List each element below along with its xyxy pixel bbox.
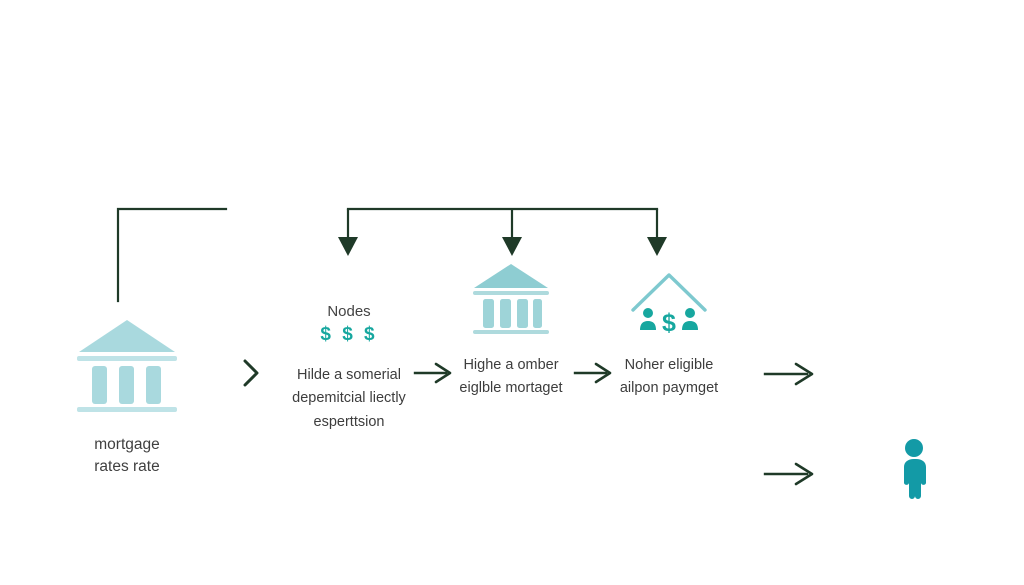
left-anchor-caption-line1: mortgage	[94, 436, 160, 453]
arrow-right-stage1-to-stage2	[412, 360, 456, 391]
stage-1-line-1: Hilde a somerial	[297, 367, 401, 383]
stage-3-line-2: ailpon paymget	[619, 380, 719, 397]
left-anchor-node: mortgage rates rate	[62, 312, 192, 479]
money-icon: Nodes $ $ $	[274, 268, 424, 346]
person-figure-icon	[893, 438, 935, 505]
stage-1-line-2: depemitcial liectly	[292, 390, 406, 407]
stage-node-2: Highe a omber eiglble mortaget	[436, 258, 586, 401]
stage-1-line-3: esperttsion	[313, 413, 385, 430]
stage-1-heading: Nodes	[327, 302, 371, 320]
stage-2-text: Highe a omber eiglble mortaget	[436, 354, 586, 401]
chevron-right-icon	[238, 356, 264, 395]
person-left	[640, 308, 656, 330]
bank-icon	[62, 312, 192, 420]
person-right	[682, 308, 698, 330]
dollar-sign: $	[662, 309, 676, 336]
left-anchor-caption: mortgage rates rate	[62, 434, 192, 479]
bank-icon	[436, 258, 586, 336]
arrow-right-stage2-to-stage3	[572, 360, 616, 391]
left-anchor-caption-line2: rates rate	[94, 458, 160, 476]
arrow-right-lower-outcome	[762, 460, 820, 493]
house-people-money-icon: $	[594, 258, 744, 336]
stage-3-line-1: Noher eligible	[624, 357, 714, 373]
stage-node-1: Nodes $ $ $ Hilde a somerial depemitcial…	[274, 268, 424, 434]
stage-node-3: $ Noher eligible ailpon paymget	[594, 258, 744, 401]
stage-3-text: Noher eligible ailpon paymget	[594, 354, 744, 401]
stage-2-line-1: Highe a omber	[463, 357, 559, 373]
three-way-branch-connector	[338, 207, 667, 256]
arrow-right-upper-outcome	[762, 360, 820, 393]
stage-2-line-2: eiglble mortaget	[459, 380, 563, 397]
left-elbow-connector	[116, 207, 228, 303]
stage-1-text: Hilde a somerial depemitcial liectly esp…	[274, 364, 424, 434]
svg-text:$: $	[662, 309, 676, 336]
dollar-signs-icon: $ $ $	[320, 324, 378, 345]
